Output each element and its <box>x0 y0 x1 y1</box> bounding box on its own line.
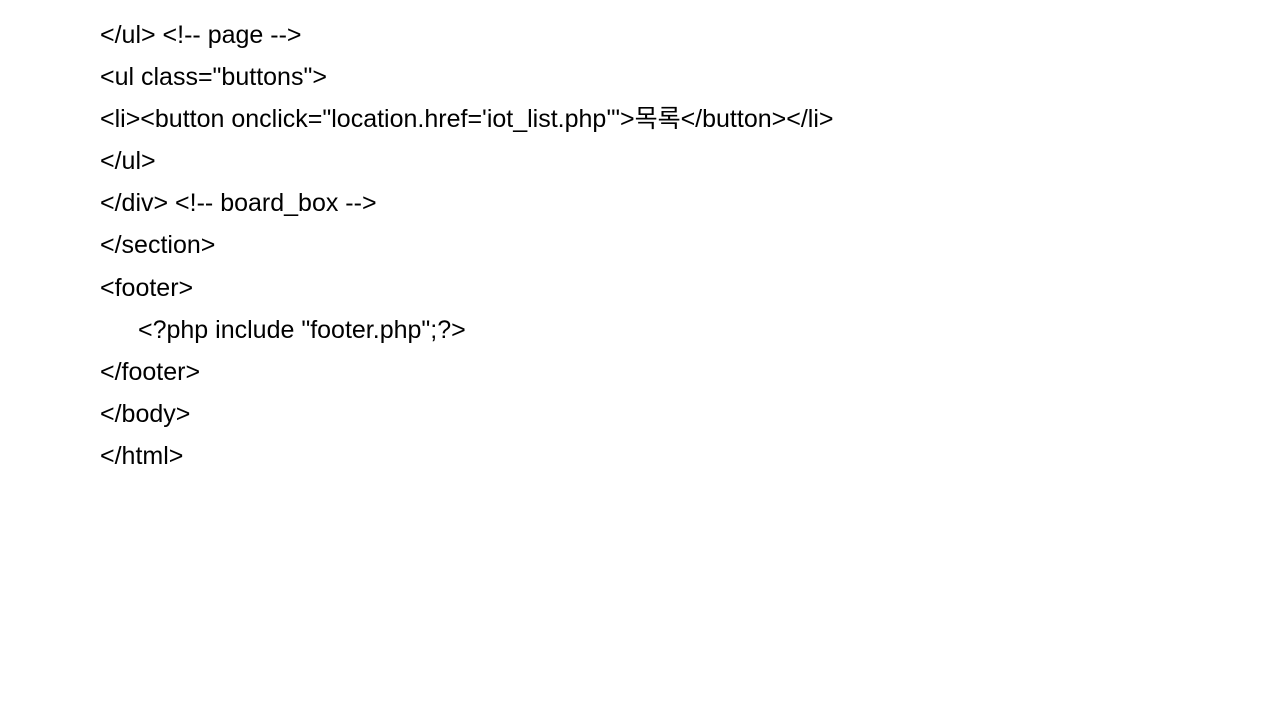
code-line: <ul class="buttons"> <box>100 63 327 92</box>
code-line: </ul> <!-- page --> <box>100 21 302 49</box>
code-line: <?php include "footer.php";?> <box>138 315 466 344</box>
code-line: </section> <box>100 231 216 260</box>
code-listing: </ul> <!-- page --> <ul class="buttons">… <box>100 14 834 477</box>
code-line: </html> <box>100 441 184 470</box>
code-line: </div> <!-- board_box --> <box>100 189 377 218</box>
code-line: <li><button onclick="location.href='iot_… <box>100 105 834 134</box>
code-line: <footer> <box>100 273 194 302</box>
code-line: </ul> <box>100 147 156 176</box>
code-line: </footer> <box>100 357 201 386</box>
code-line: </body> <box>100 399 191 428</box>
